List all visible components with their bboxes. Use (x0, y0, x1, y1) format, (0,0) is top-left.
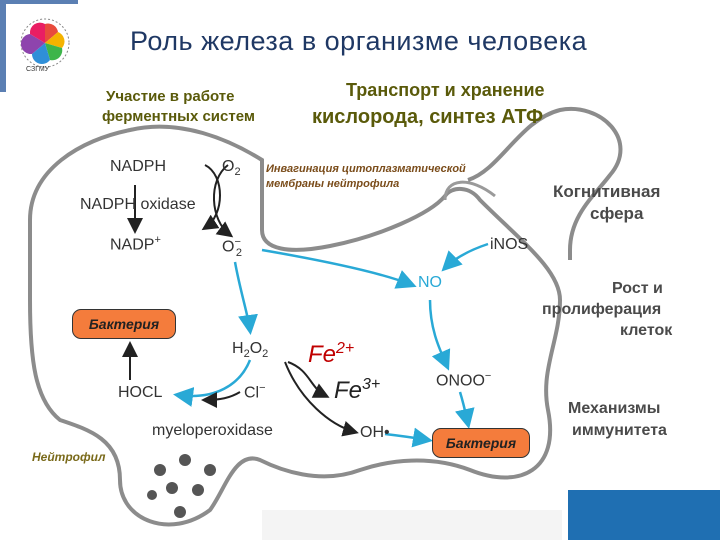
arrow-onoo-bacteria (454, 391, 475, 429)
granules (147, 454, 216, 518)
logo-text: СЗГМУ (26, 66, 50, 73)
immunity-label-1: Механизмы (568, 400, 661, 417)
h2o2-o: O (249, 340, 263, 357)
fe3-text: Fe (334, 377, 363, 404)
transport-label-1: Транспорт и хранение (346, 80, 545, 100)
onoo-sup: − (484, 370, 492, 382)
arrow-no-onoo (428, 299, 451, 371)
corner-block (568, 490, 720, 540)
arrow-o2 (213, 164, 234, 238)
growth-label-3: клеток (620, 322, 673, 339)
fe2-label: Fe2+ (308, 340, 354, 369)
o2-text: O (222, 158, 235, 175)
o2minus-label: O−2 (222, 236, 242, 259)
corner-frame-top (0, 0, 78, 4)
arrow-o2-h2o2 (233, 261, 258, 335)
corner-frame (0, 0, 6, 92)
bottom-shade (262, 510, 562, 540)
arrow-cl (201, 391, 241, 408)
bacteria-box-2: Бактерия (432, 428, 530, 458)
immunity-label-2: иммунитета (572, 422, 667, 439)
invagination-label-1: Инвагинация цитоплазматической (266, 163, 466, 175)
nadp-label: NADP+ (110, 234, 161, 254)
arrow-o2-onoo (261, 248, 417, 289)
onoo-label: ONOO− (436, 370, 491, 390)
o2-label: O2 (222, 158, 241, 178)
h2o2-h: H (232, 340, 244, 357)
neutrophil-outline (28, 124, 563, 527)
page-title: Роль железа в организме человека (130, 26, 588, 56)
o2minus-text: O (222, 238, 235, 256)
neutrophil-lobe (443, 180, 496, 201)
fe3-sup: 3+ (362, 376, 381, 393)
logo-icon (20, 18, 70, 68)
h2o2-sub2: 2 (262, 348, 269, 361)
o2minus-sup: − (234, 236, 241, 248)
arrow-h2o2-hocl (173, 359, 252, 407)
nadp-sup: + (154, 234, 161, 246)
growth-label-2: пролиферация (542, 301, 662, 318)
myeloperoxidase-label: myeloperoxidase (152, 422, 273, 439)
oh-label: OH• (360, 424, 390, 441)
arrow-oh-bacteria (384, 427, 433, 448)
h2o2-label: H2O2 (232, 340, 268, 360)
transport-label-2: кислорода, синтез АТФ (312, 106, 544, 128)
growth-label-1: Рост и (612, 280, 663, 297)
arrow-nadph (201, 164, 221, 231)
cognitive-label-1: Когнитивная (553, 182, 661, 201)
arrow-h2o2-oh (284, 361, 359, 437)
no-label: NO (418, 274, 442, 291)
invagination-label-2: мембраны нейтрофила (266, 178, 400, 190)
fe3-label: Fe3+ (334, 376, 380, 405)
bacteria-box-1: Бактерия (72, 309, 176, 339)
fe2-text: Fe (308, 341, 337, 368)
logo: СЗГМУ (18, 16, 72, 76)
nadp-text: NADP (110, 236, 155, 254)
o2-sub: 2 (234, 166, 241, 179)
fe2-sup: 2+ (336, 340, 355, 357)
inos-label: iNOS (490, 236, 529, 253)
cl-label: Cl− (244, 382, 266, 402)
enzymes-label-1: Участие в работе (106, 88, 235, 105)
cognitive-label-2: сфера (590, 204, 644, 223)
neutrophil-label: Нейтрофил (32, 450, 106, 464)
cl-text: Cl (244, 384, 260, 402)
o2minus-sub: 2 (235, 246, 243, 259)
nadph-label: NADPH (110, 158, 167, 175)
right-lobe-outline (467, 106, 623, 260)
cl-sup: − (259, 382, 266, 394)
arrow-inos-no (441, 242, 489, 272)
onoo-text: ONOO (436, 372, 485, 390)
nadph-oxidase-label: NADPH oxidase (80, 196, 196, 213)
arrow-fe (287, 361, 330, 398)
hocl-label: HOCL (118, 384, 163, 401)
h2o2-sub1: 2 (243, 348, 250, 361)
enzymes-label-2: ферментных систем (102, 108, 255, 125)
